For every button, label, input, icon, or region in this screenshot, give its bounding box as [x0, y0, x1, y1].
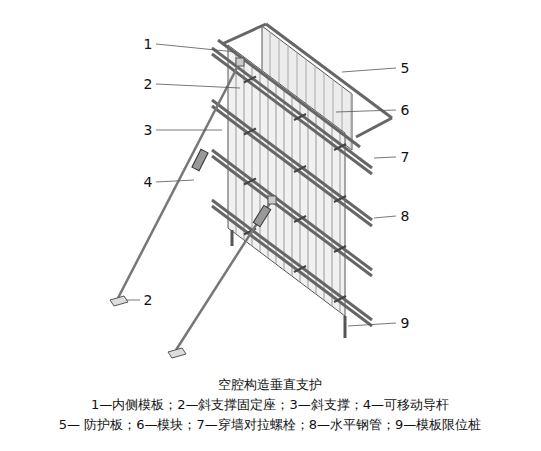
- horizontal-steel-pipes: [212, 48, 372, 326]
- callout-number: 4: [144, 174, 153, 191]
- legend-key-line: 5— 防护板；6—模块；7—穿墙对拉螺栓；8—水平钢管；9—模板限位桩: [59, 417, 482, 433]
- tie-bolts: [244, 77, 346, 303]
- callout-number: 3: [144, 122, 153, 139]
- callout-number: 2: [144, 292, 153, 309]
- callout-number: 8: [401, 208, 410, 225]
- callout-number: 1: [144, 36, 153, 53]
- callout-number: 9: [401, 315, 410, 332]
- diagonal-braces: [118, 62, 272, 350]
- top-pipe: [218, 40, 360, 147]
- callout-number: 5: [401, 60, 410, 77]
- module-ribs: [236, 51, 340, 312]
- brace-mounts: [236, 58, 276, 204]
- limit-piles: [232, 230, 345, 338]
- leader-lines: [126, 44, 396, 326]
- callout-number: 6: [401, 102, 410, 119]
- figure-caption: 空腔构造垂直支护: [218, 377, 322, 393]
- movable-guides: [192, 149, 271, 226]
- callout-number: 2: [144, 76, 153, 93]
- callout-number: 7: [401, 149, 410, 166]
- legend-key-line: 1—内侧模板；2—斜支撑固定座；3—斜支撑；4—可移动导杆: [91, 397, 449, 413]
